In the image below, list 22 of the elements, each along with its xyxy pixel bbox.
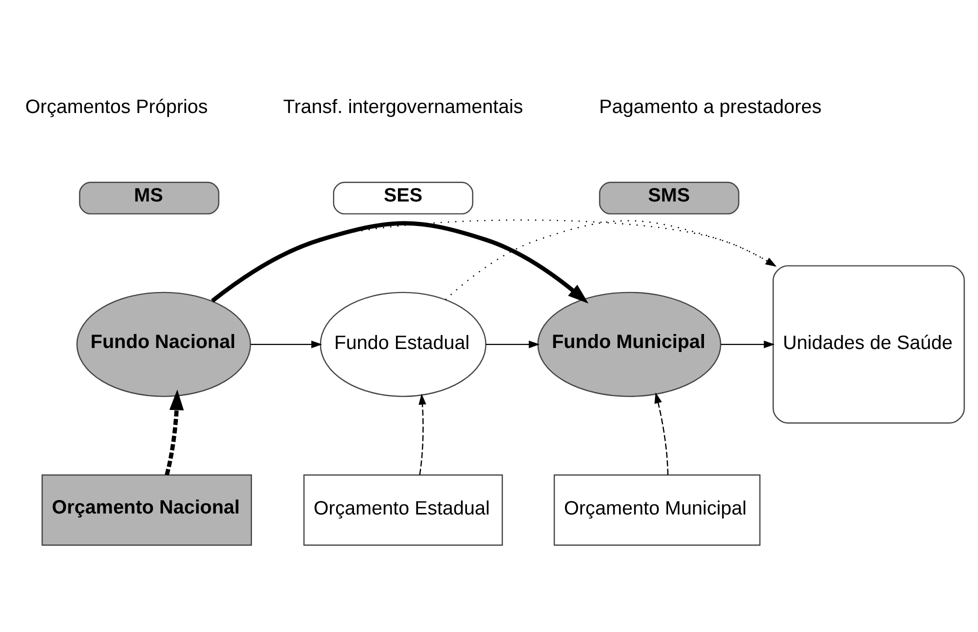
arrow — [418, 394, 426, 475]
arrow — [250, 340, 322, 348]
node-box: MS — [79, 182, 220, 214]
arrow — [212, 219, 776, 302]
arrow — [211, 221, 588, 304]
node-box: Orçamento Nacional — [42, 474, 252, 546]
arrow — [720, 340, 775, 348]
node-ellipse: Fundo Municipal — [537, 292, 722, 398]
node-box: SES — [333, 182, 474, 214]
node-box: Orçamento Estadual — [303, 474, 503, 546]
legend-label: Transf. intergovernamentais — [283, 96, 524, 118]
arrow — [445, 220, 776, 300]
node-box: Unidades de Saúde — [772, 265, 965, 424]
arrow — [486, 340, 540, 348]
legend-label: Orçamentos Próprios — [25, 96, 208, 118]
node-ellipse: Fundo Nacional — [76, 292, 252, 398]
arrow — [654, 392, 668, 475]
node-box: Orçamento Municipal — [554, 474, 760, 546]
arrow — [164, 390, 184, 476]
legend-label: Pagamento a prestadores — [599, 96, 822, 118]
node-box: SMS — [599, 182, 740, 214]
node-ellipse: Fundo Estadual — [320, 292, 486, 398]
